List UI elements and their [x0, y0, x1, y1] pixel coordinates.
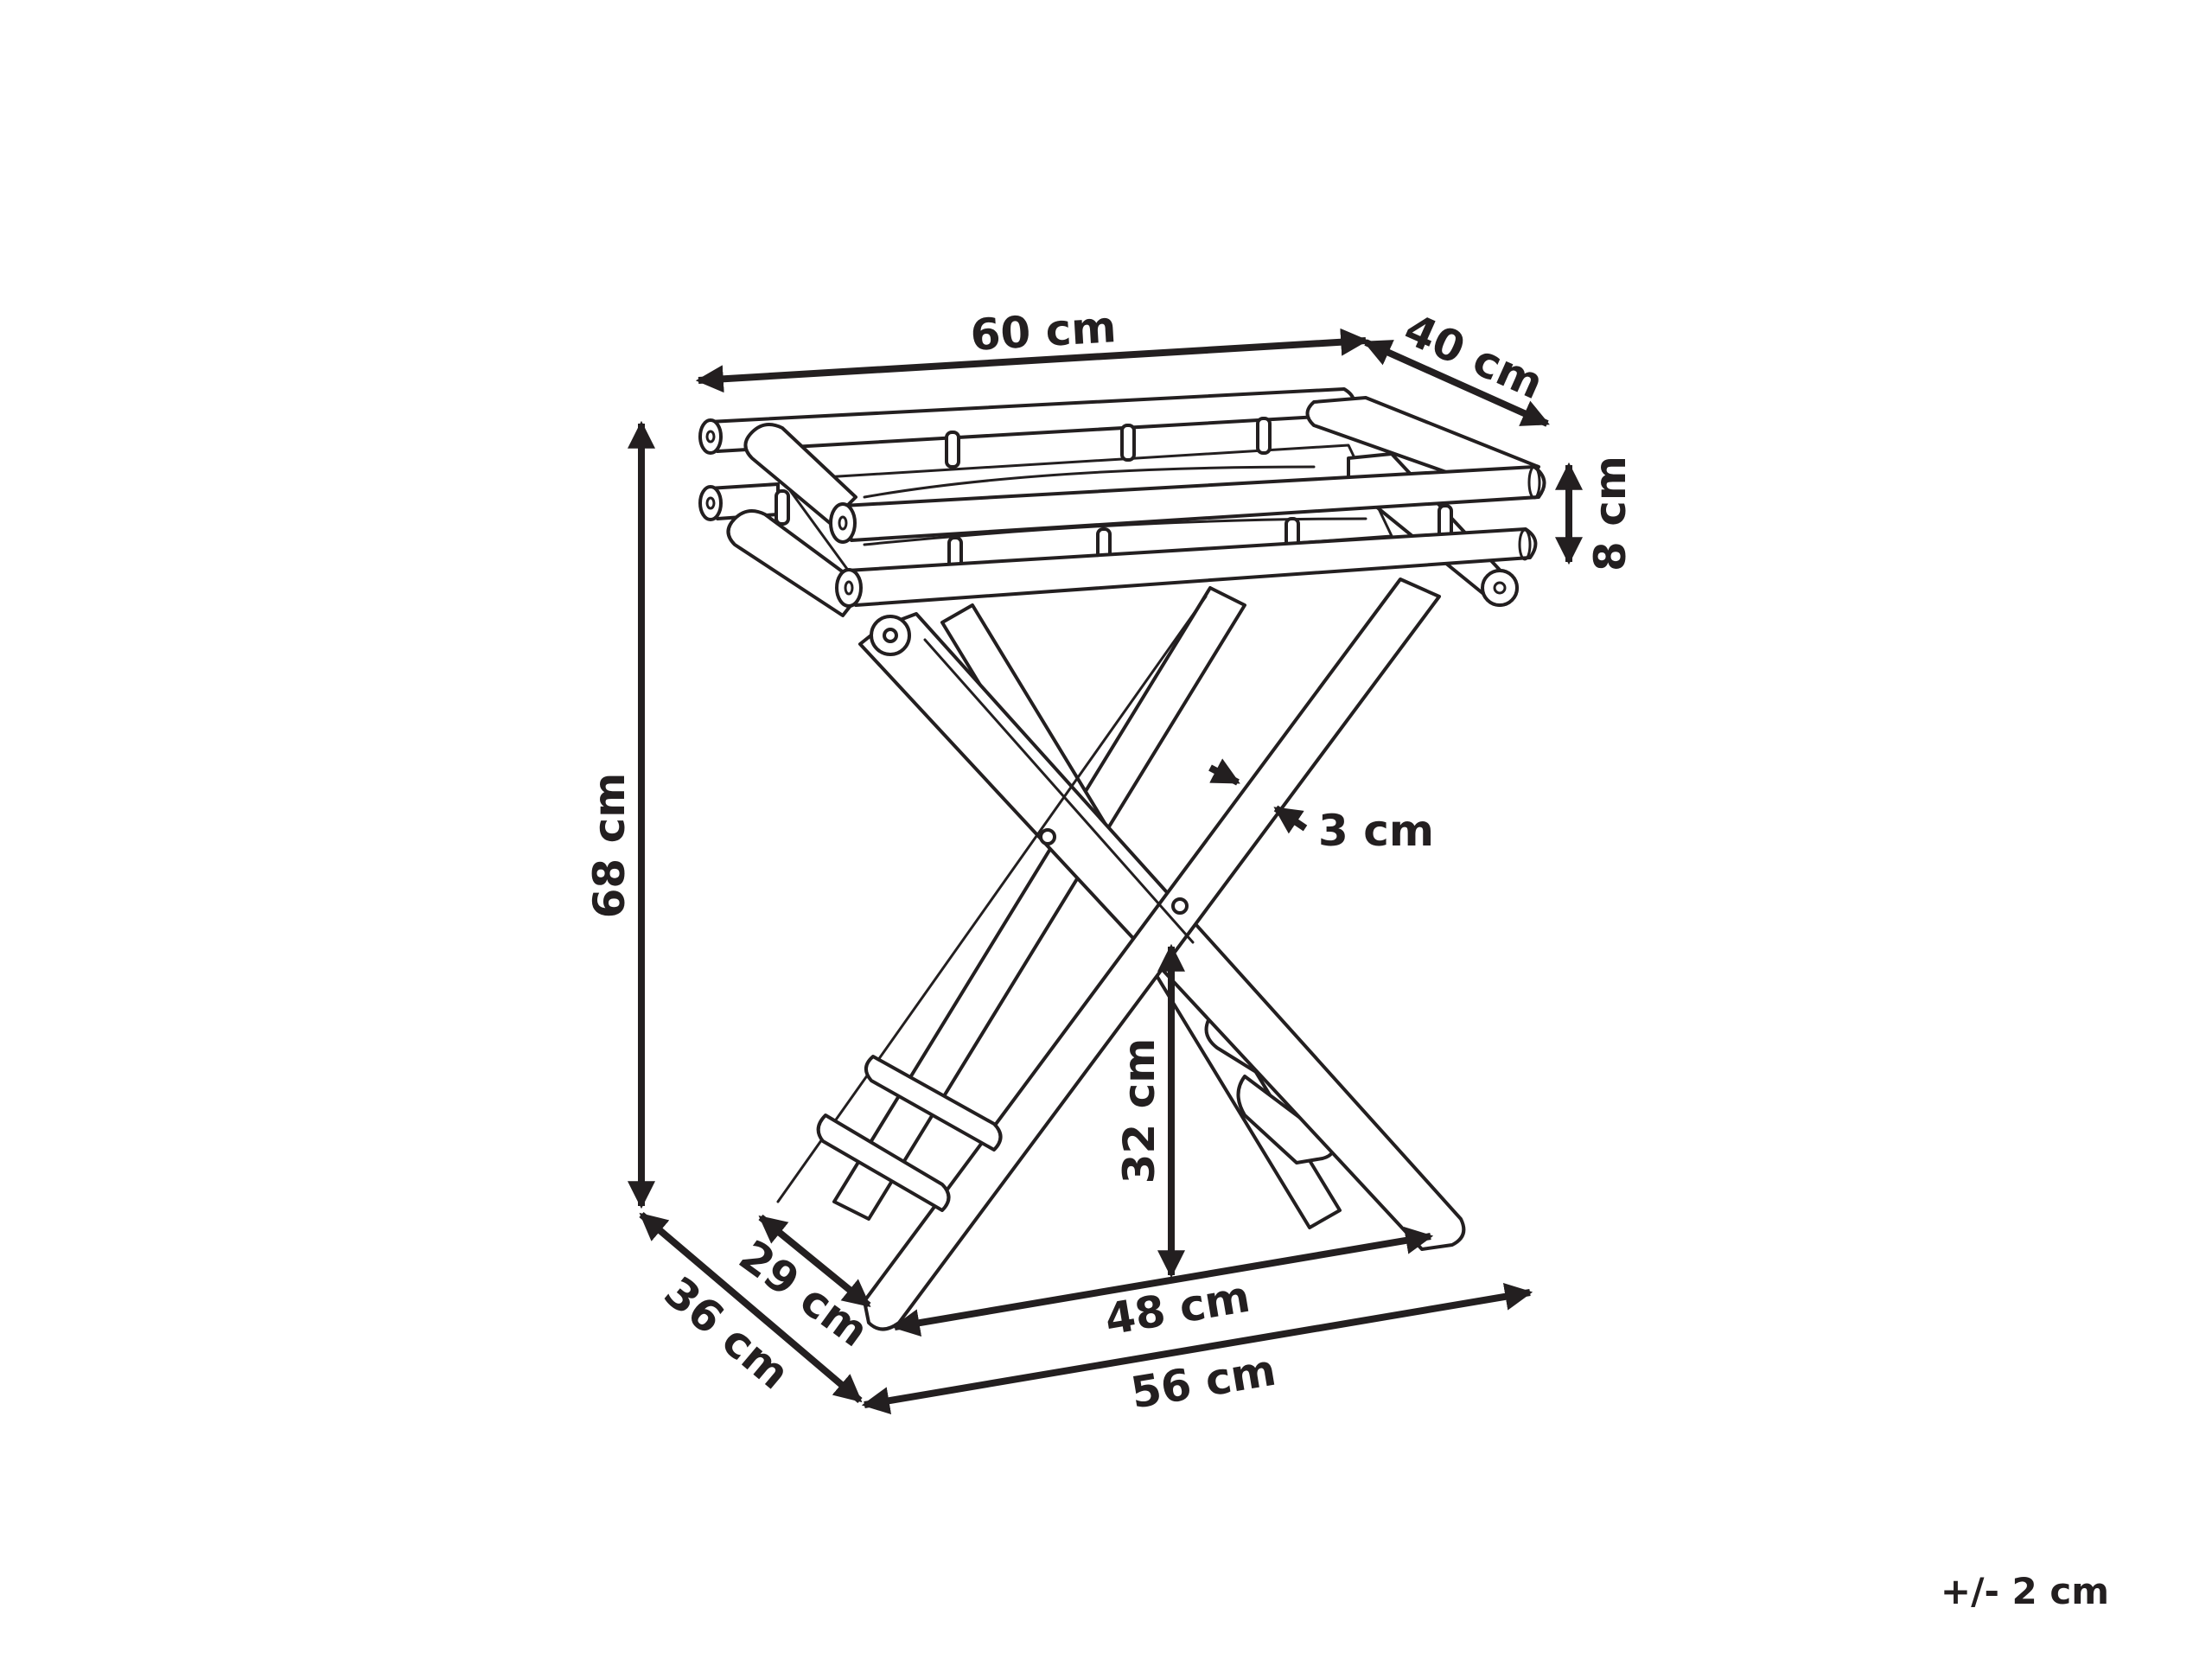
tray-post-back-3: [1256, 417, 1272, 455]
tray-post-back-1: [945, 431, 960, 469]
tray-table-illustration: [698, 387, 1546, 1331]
label-tray-length: 60 cm: [969, 302, 1118, 361]
dimension-lines: [628, 328, 1583, 1414]
dim-arrow-leg-left: [1208, 758, 1240, 786]
tray-floor-slat-1: [863, 465, 1316, 499]
tray-post-left-1: [775, 489, 790, 526]
dim-line-tray-length: [695, 328, 1369, 393]
tray-rail-front-upper: [829, 465, 1546, 544]
label-leg-diameter: 3 cm: [1318, 806, 1434, 856]
front-stretcher-upper: [864, 1055, 1003, 1152]
dim-arrow-leg-right: [1273, 805, 1308, 834]
dim-line-base-width: [861, 1283, 1533, 1414]
label-crossing-height: 32 cm: [1114, 1038, 1164, 1184]
dim-line-base-depth: [639, 1211, 863, 1404]
label-inner-width: 48 cm: [1101, 1272, 1253, 1345]
label-tolerance: +/- 2 cm: [1941, 1570, 2109, 1612]
label-rim-height: 8 cm: [1585, 456, 1635, 571]
pivot-bolt-lower: [1171, 897, 1189, 915]
pivot-bolt-upper: [1039, 828, 1056, 845]
front-stretcher-lower: [816, 1113, 951, 1212]
leg-inner-line: [776, 595, 1208, 1203]
label-total-height: 68 cm: [584, 773, 634, 919]
tray-post-back-2: [1120, 424, 1136, 462]
tray-rail-front-lower: [835, 527, 1538, 608]
leg-knob-left-center: [883, 628, 898, 643]
leg-inner-line-2: [923, 638, 1195, 944]
dim-line-tray-width: [1363, 339, 1550, 427]
